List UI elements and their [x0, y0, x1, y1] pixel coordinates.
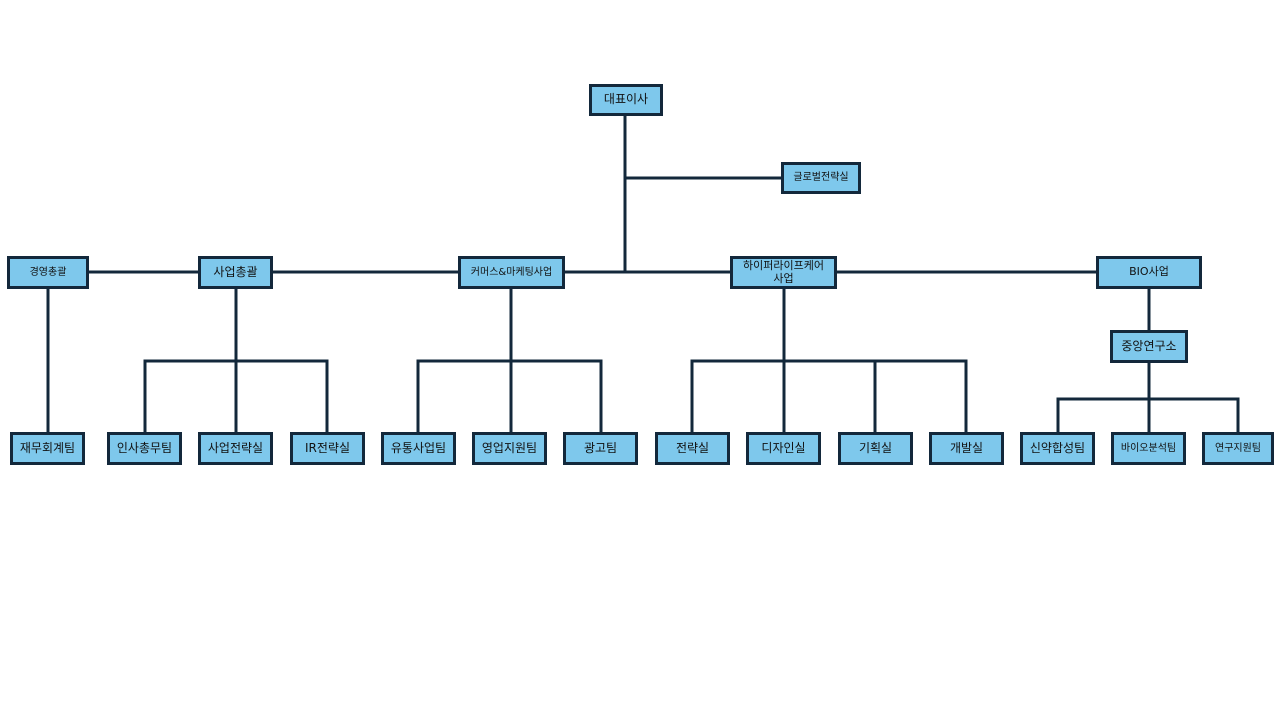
node-bio: BIO사업 — [1096, 256, 1202, 289]
node-design: 디자인실 — [746, 432, 821, 465]
node-global-strategy: 글로벌전략실 — [781, 162, 861, 194]
node-commerce-marketing: 커머스&마케팅사업 — [458, 256, 565, 289]
node-distribution: 유통사업팀 — [381, 432, 456, 465]
node-hr: 인사총무팀 — [107, 432, 182, 465]
node-finance: 재무회계팀 — [10, 432, 85, 465]
node-development: 개발실 — [929, 432, 1004, 465]
node-ceo: 대표이사 — [589, 84, 663, 116]
node-bio-analysis: 바이오분석팀 — [1111, 432, 1186, 465]
node-planning: 기획실 — [838, 432, 913, 465]
node-research-center: 중앙연구소 — [1110, 330, 1188, 363]
node-research-support: 연구지원팀 — [1202, 432, 1274, 465]
node-drug-synthesis: 신약합성팀 — [1020, 432, 1095, 465]
node-advertising: 광고팀 — [563, 432, 638, 465]
node-management: 경영총괄 — [7, 256, 89, 289]
node-strategy: 전략실 — [655, 432, 730, 465]
node-sales-support: 영업지원팀 — [472, 432, 547, 465]
node-ir: IR전략실 — [290, 432, 365, 465]
node-biz-strategy: 사업전략실 — [198, 432, 273, 465]
node-business: 사업총괄 — [198, 256, 273, 289]
node-hyperlifecare: 하이퍼라이프케어 사업 — [730, 256, 837, 289]
